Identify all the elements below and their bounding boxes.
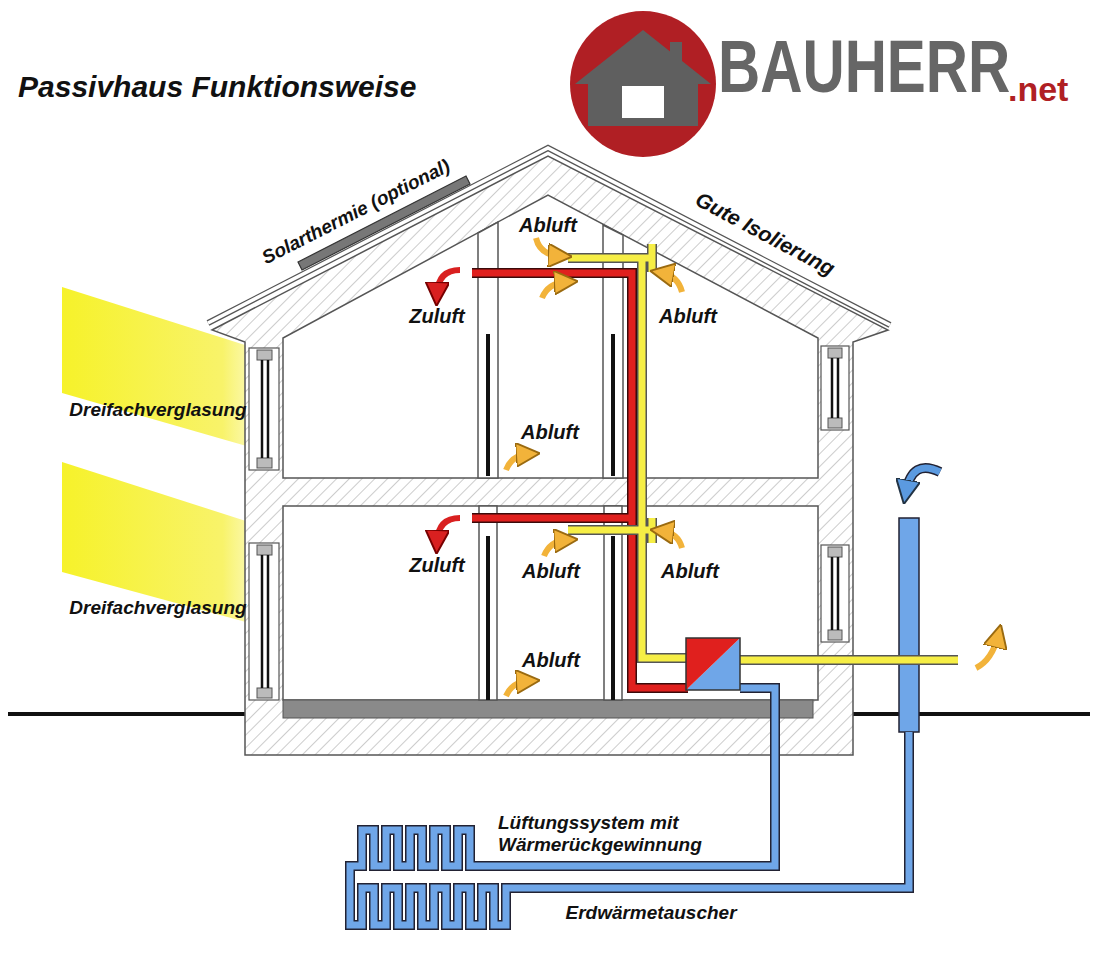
air-intake [899,518,919,732]
exhaust-air-label: Abluft [519,214,577,237]
logo-suffix: .net [1008,72,1068,106]
ventilation-label: Lüftungssystem mit Wärmerückgewinnung [498,812,760,856]
ground-exchanger-label: Erdwärmetauscher [565,902,736,924]
logo-wordmark: BAUHERR [718,30,1010,104]
supply-air-label: Zuluft [409,305,465,328]
diagram-title: Passivhaus Funktionsweise [18,70,416,105]
air-flow-arrows [437,238,998,696]
supply-air-label: Zuluft [409,554,465,577]
exhaust-air-label: Abluft [522,649,580,672]
extract-duct [568,244,958,660]
glazing-label: Dreifachverglasung [69,597,246,619]
exhaust-air-label: Abluft [661,560,719,583]
supply-duct [472,273,688,688]
house-shell [212,156,888,755]
ground-heat-exchanger-pipe [350,688,909,925]
logo-icon [570,11,716,157]
glazing-label: Dreifachverglasung [69,399,246,421]
exhaust-air-label: Abluft [659,305,717,328]
intake-arrow [906,468,940,492]
heat-recovery-unit [686,638,740,690]
exhaust-air-label: Abluft [521,421,579,444]
exhaust-air-label: Abluft [522,560,580,583]
